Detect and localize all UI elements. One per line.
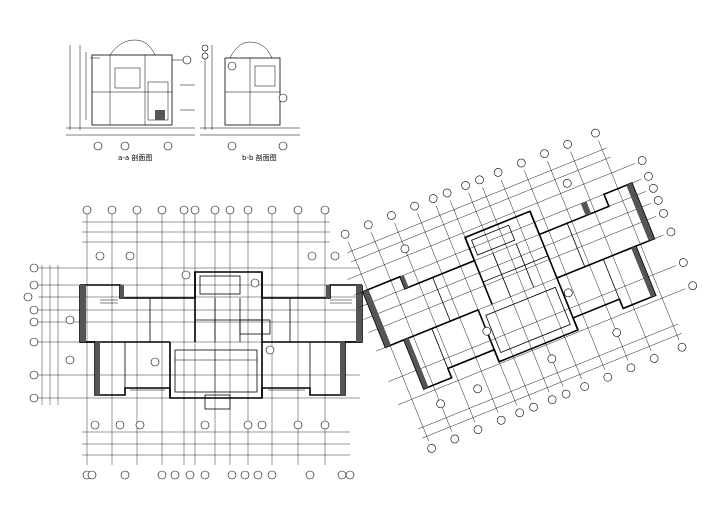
- section-b-caption: b-b 剖面图: [242, 153, 277, 162]
- section-b-b: b-b 剖面图: [200, 41, 300, 162]
- right-floor-plan: [340, 128, 698, 453]
- section-a-caption: a-a 剖面图: [118, 153, 152, 162]
- section-a-a: a-a 剖面图: [66, 39, 195, 162]
- left-floor-plan: [23, 205, 363, 480]
